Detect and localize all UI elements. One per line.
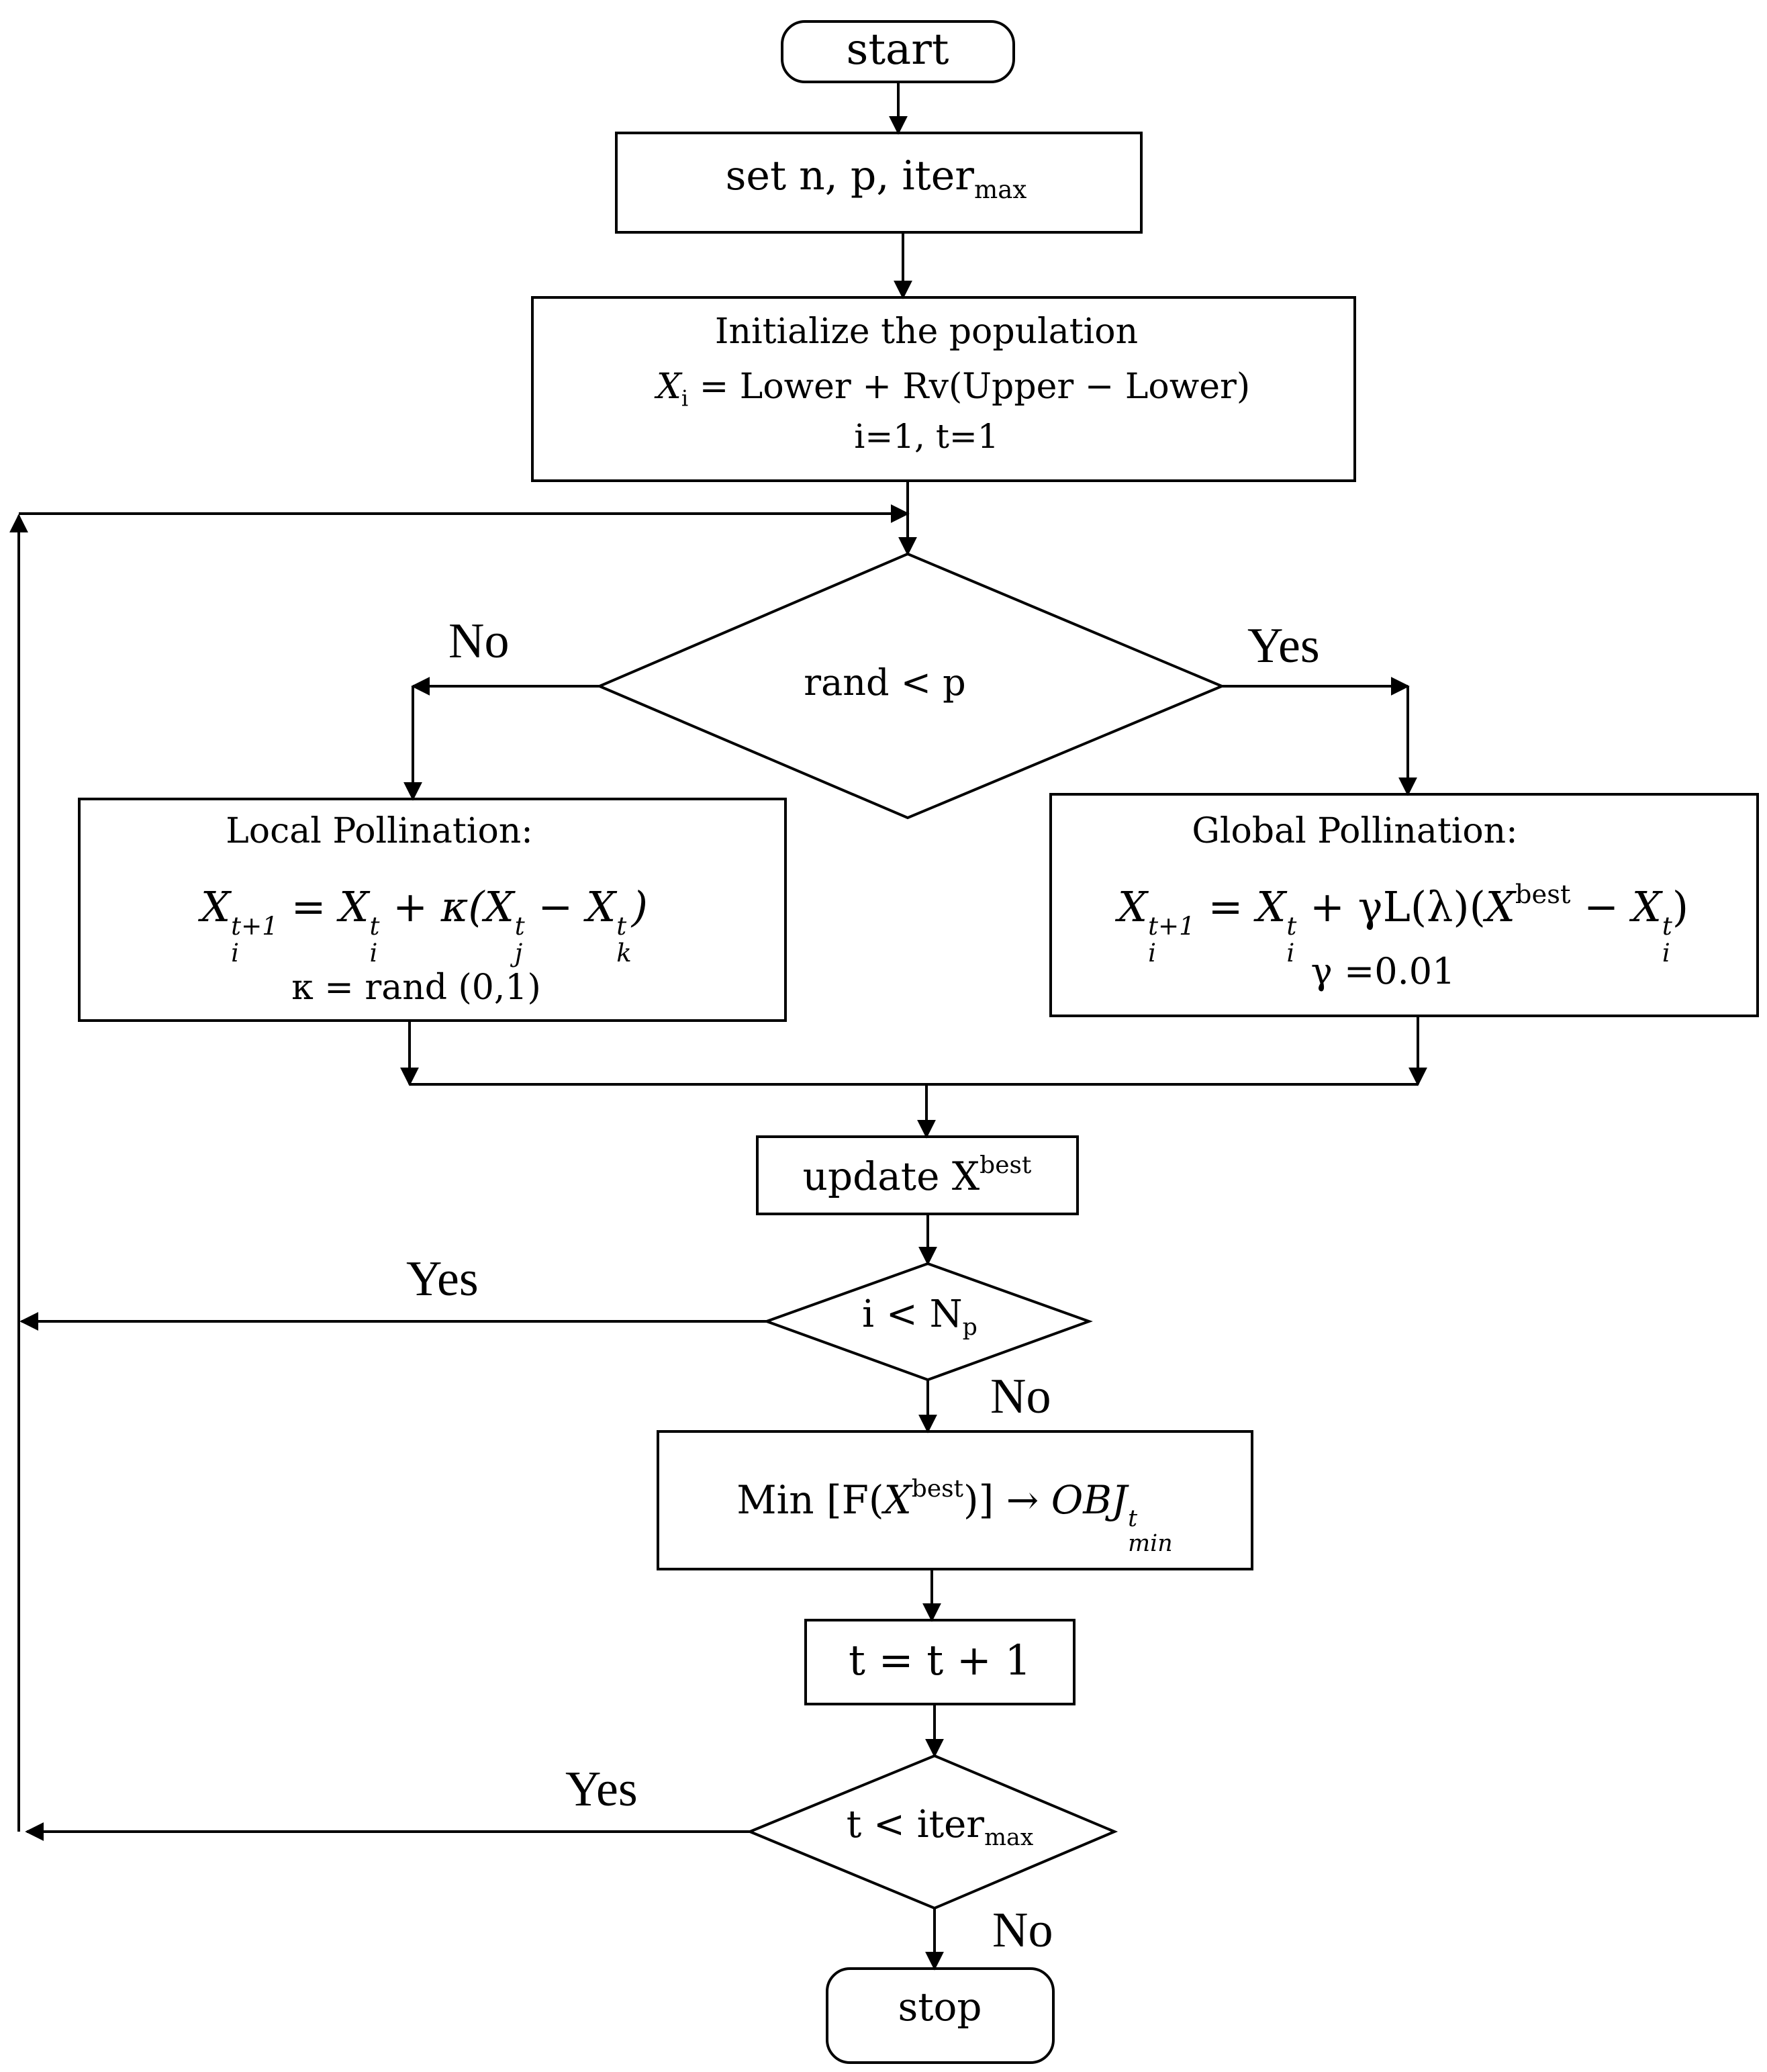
t-decision-label: t < itermax bbox=[846, 1803, 1034, 1850]
initialize-formula-x: X bbox=[656, 367, 681, 407]
rand-no-label: No bbox=[448, 614, 510, 669]
i-yes-label: Yes bbox=[406, 1252, 479, 1307]
local-pollination-title: Local Pollination: bbox=[226, 811, 533, 851]
update-best-label: update Xbest bbox=[803, 1153, 1032, 1196]
set-params-prefix: set n, p, iter bbox=[725, 152, 974, 199]
t-decision-prefix: t < iter bbox=[846, 1803, 985, 1846]
i-no-label: No bbox=[990, 1369, 1051, 1424]
i-decision-label: i < Np bbox=[862, 1296, 977, 1339]
i-decision-subscript: p bbox=[962, 1314, 977, 1341]
stop-label: stop bbox=[898, 1984, 982, 2030]
t-yes-label: Yes bbox=[565, 1762, 638, 1817]
local-pollination-box-shape bbox=[78, 798, 787, 1022]
set-params-box-shape bbox=[615, 132, 1143, 234]
rand-decision-shape bbox=[595, 552, 1226, 820]
t-decision-subscript: max bbox=[984, 1824, 1034, 1852]
initialize-box-shape bbox=[531, 296, 1356, 482]
increment-t-box-shape bbox=[804, 1619, 1076, 1705]
increment-t-label: t = t + 1 bbox=[848, 1636, 1032, 1685]
local-pollination-kappa: κ = rand (0,1) bbox=[291, 968, 541, 1008]
update-best-superscript: best bbox=[980, 1151, 1032, 1179]
start-label: start bbox=[846, 25, 949, 75]
initialize-counters: i=1, t=1 bbox=[854, 417, 999, 456]
initialize-formula-sub: i bbox=[681, 385, 689, 412]
set-params-label: set n, p, itermax bbox=[726, 156, 1027, 202]
rand-decision-label: rand < p bbox=[804, 661, 966, 704]
initialize-title: Initialize the population bbox=[714, 312, 1139, 352]
rand-yes-label: Yes bbox=[1247, 618, 1320, 673]
initialize-formula-rhs: = Lower + Rv(Upper − Lower) bbox=[688, 367, 1251, 407]
initialize-formula: Xi = Lower + Rv(Upper − Lower) bbox=[656, 367, 1251, 409]
global-pollination-title: Global Pollination: bbox=[1192, 811, 1518, 851]
i-decision-prefix: i < N bbox=[862, 1292, 963, 1336]
set-params-subscript: max bbox=[973, 175, 1027, 205]
global-pollination-gamma: γ =0.01 bbox=[1310, 950, 1455, 992]
update-best-prefix: update X bbox=[802, 1153, 980, 1199]
min-objective-box-shape bbox=[657, 1430, 1253, 1570]
t-no-label: No bbox=[992, 1903, 1053, 1958]
